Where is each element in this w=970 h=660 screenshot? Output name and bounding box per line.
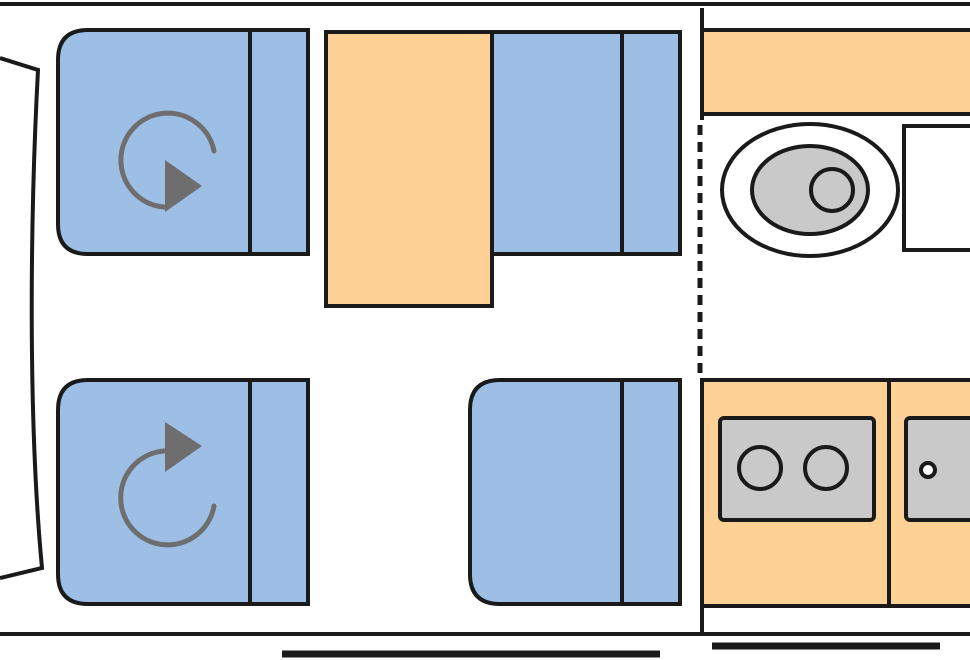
rear-bench-upper (490, 30, 682, 256)
bench-lower-back (620, 378, 682, 606)
driver-seat-cushion (56, 28, 252, 256)
passenger-seat (56, 378, 310, 606)
driver-seat-back (248, 28, 310, 256)
bench-upper-back (620, 30, 682, 256)
bench-upper-seat (490, 30, 624, 256)
washbasin (902, 124, 970, 252)
sink-drain (919, 461, 937, 479)
floor-edge-marks (282, 642, 940, 658)
rotate-clockwise-icon (118, 110, 217, 212)
bench-lower-seat (468, 378, 624, 606)
windscreen (0, 56, 45, 580)
passenger-seat-back (248, 378, 310, 606)
toilet-drain (809, 167, 855, 213)
dinette-table (324, 30, 494, 308)
hob-burner-left (737, 445, 783, 491)
washroom-shelf (700, 28, 970, 116)
vehicle-hull (0, 2, 970, 636)
rotate-counterclockwise-icon (118, 422, 217, 548)
hob-burner-right (803, 445, 849, 491)
hob-two-burner (718, 416, 876, 522)
rear-bench-lower (468, 378, 682, 606)
sink (904, 416, 970, 522)
driver-seat (56, 28, 310, 256)
passenger-seat-cushion (56, 378, 252, 606)
